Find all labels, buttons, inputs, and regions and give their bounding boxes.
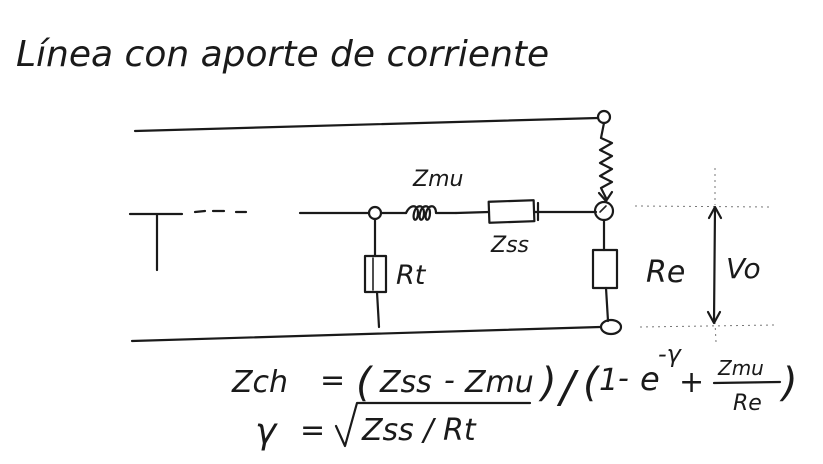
- eq1-paren-close: ): [538, 360, 557, 406]
- vo-label: Vo: [726, 252, 761, 285]
- top-rail: [133, 116, 600, 133]
- zss-impedance: [487, 199, 536, 224]
- eq1-frac-denominator: Re: [733, 391, 762, 416]
- rt-lead-bottom: [375, 290, 381, 329]
- equation-gamma: γ = Zss / Rt: [255, 401, 532, 452]
- rt-node: [367, 205, 383, 221]
- eq1-equals: =: [320, 363, 345, 398]
- eq1-frac-numerator: Zmu: [717, 356, 764, 380]
- current-source-zigzag: [598, 121, 614, 200]
- rt-label: Rt: [396, 260, 427, 291]
- vo-arrow: [712, 206, 717, 324]
- re-node-mark: [599, 205, 607, 213]
- re-label: Re: [646, 255, 685, 290]
- eq1-minus2: -: [618, 361, 629, 396]
- eq1-lhs: Zch: [231, 365, 288, 400]
- eq1-paren-open: (: [356, 360, 374, 406]
- sketch-title: Línea con aporte de corriente: [16, 34, 549, 75]
- vo-guide-vertical-lower: [714, 321, 717, 343]
- feed-dash-1: [193, 209, 207, 214]
- eq1-minus: -: [444, 363, 455, 398]
- bottom-node: [599, 318, 623, 336]
- bottom-rail: [130, 325, 602, 343]
- vo-guide-top: [634, 205, 771, 208]
- eq1-paren2-close: ): [779, 360, 798, 406]
- current-arrow-icon: [597, 190, 614, 203]
- re-lead-bottom: [604, 286, 610, 323]
- eq1-fraction-bar: [712, 380, 782, 385]
- eq2-radicand: Zss / Rt: [361, 413, 477, 448]
- zss-label: Zss: [490, 233, 529, 258]
- feed-symbol: [128, 212, 184, 272]
- rt-resistor: [363, 254, 388, 294]
- re-resistor: [591, 248, 619, 290]
- zmu-inductor: [404, 205, 458, 221]
- eq2-equals: =: [300, 413, 325, 448]
- eq1-term-zmu: Zmu: [464, 365, 534, 400]
- vo-arrow-top-head: [707, 205, 723, 220]
- vo-guide-bottom: [639, 324, 776, 328]
- zmu-label: Zmu: [412, 167, 463, 192]
- re-node: [593, 200, 615, 222]
- eq1-slash: /: [556, 362, 579, 413]
- eq1-term-zss: Zss: [379, 365, 432, 400]
- eq2-lhs: γ: [255, 411, 278, 452]
- mid-line-to-zss: [454, 210, 491, 215]
- eq1-paren2-open: (: [583, 360, 601, 406]
- equation-zch: Zch = ( Zss - Zmu ) / ( 1 - e -γ + Zmu R…: [231, 340, 798, 416]
- top-node: [596, 109, 612, 125]
- eq1-plus: +: [679, 365, 704, 400]
- vo-arrow-bottom-head: [706, 310, 722, 325]
- eq1-e: e: [640, 360, 660, 398]
- eq1-one: 1: [599, 363, 618, 398]
- eq1-exponent: -γ: [658, 340, 683, 368]
- eq2-sqrt-sign: [334, 401, 532, 448]
